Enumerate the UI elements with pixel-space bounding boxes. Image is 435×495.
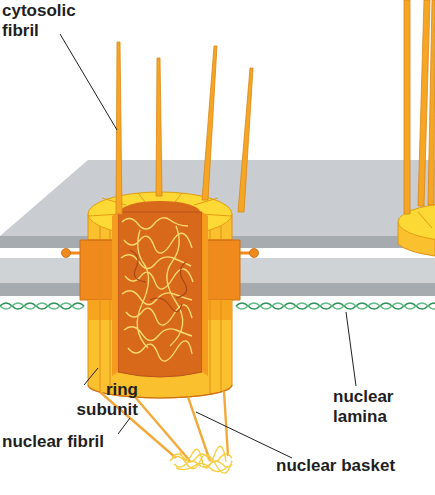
cytosolic-fibril: [404, 0, 410, 214]
central-channel: [118, 212, 202, 377]
lamina-filament: [236, 303, 435, 309]
perinuclear-space: [0, 248, 67, 258]
ring-segment-line: [175, 193, 182, 202]
leader-line: [84, 368, 98, 385]
cytosolic-fibril: [202, 46, 217, 200]
lamina-filament: [236, 303, 435, 309]
cut-face: [112, 212, 118, 376]
ring-segment-line: [210, 224, 211, 395]
pore-ring: [398, 202, 435, 242]
cytosolic-fibril: [428, 0, 435, 205]
fg-repeat-tangle: [121, 218, 193, 361]
leader-line: [60, 34, 117, 130]
spoke-knob: [250, 249, 259, 258]
part-label: nuclear basket: [276, 456, 434, 476]
leader-line: [118, 418, 130, 434]
part-label: ring subunit: [66, 380, 138, 420]
ring-segment-line: [102, 198, 126, 205]
cytosolic-fibril: [238, 68, 253, 212]
leader-line: [196, 412, 292, 458]
ring-segment-line: [138, 193, 145, 202]
leader-line: [346, 312, 356, 386]
distal-ring: [170, 446, 232, 473]
cytosolic-fibril: [116, 42, 122, 214]
fg-repeat-tangle: [130, 250, 187, 312]
cytosolic-fibril: [156, 58, 162, 196]
ring-segment-line: [221, 222, 222, 392]
cut-face: [202, 212, 208, 376]
part-label: cytosolic fibril: [2, 1, 86, 41]
part-label: nuclear lamina: [333, 387, 415, 427]
ring-segment-line: [110, 224, 111, 395]
outer-membrane-surface: [0, 160, 435, 236]
ring-segment-line: [418, 212, 432, 228]
part-label: nuclear fibril: [2, 432, 172, 452]
spoke-knob: [62, 249, 71, 258]
ring-segment-line: [100, 222, 101, 392]
lamina-filament: [0, 303, 84, 309]
lamina-filament: [0, 303, 84, 309]
